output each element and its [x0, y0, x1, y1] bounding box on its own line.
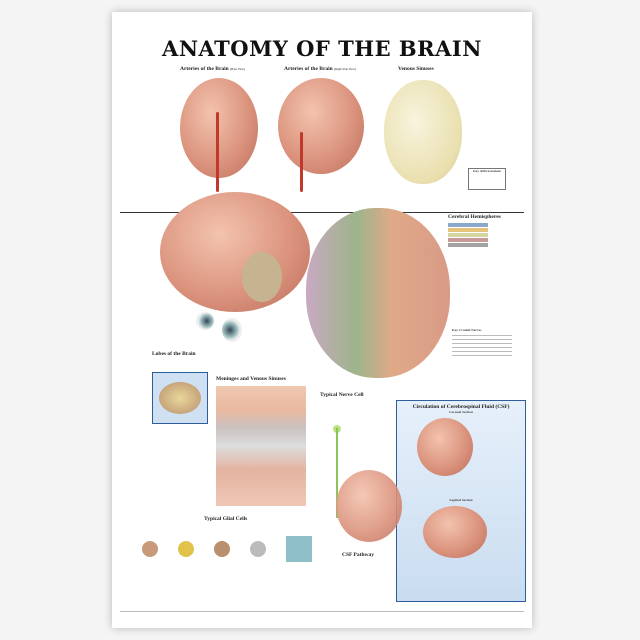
skull-venous-sinuses-illustration: [384, 80, 462, 184]
brain-side-view-illustration: [278, 78, 364, 174]
brainstem-illustration: [242, 252, 282, 302]
brain-base-view-illustration: [180, 78, 258, 178]
heading-arteries-base: Arteries of the Brain (Base View): [180, 66, 245, 72]
footer-fine-print: [120, 608, 524, 615]
lobes-box: [152, 372, 208, 424]
heading-nerve-cell: Typical Nerve Cell: [320, 392, 364, 398]
hemisphere-illustration: [306, 208, 450, 378]
axon-illustration: [336, 428, 338, 518]
meninges-illustration: [216, 386, 306, 506]
csf-heading: Circulation of Cerebrospinal Fluid (CSF): [412, 404, 510, 410]
heading-cerebral-hemispheres: Cerebral Hemispheres: [448, 214, 501, 220]
section-divider: [120, 212, 524, 213]
key-cranial-nerves-heading: Key Cranial Nerves: [452, 328, 482, 332]
sagittal-brain-illustration: [160, 192, 310, 312]
heading-lobes: Lobes of the Brain: [152, 351, 196, 357]
glial-cells-illustration: [132, 524, 322, 574]
key-cranial-nerves: Key Cranial Nerves: [452, 328, 512, 368]
heading-note: (Right Side View): [334, 67, 356, 71]
heading-note: (Base View): [230, 67, 245, 71]
sagittal-section-heading: Sagittal Section: [449, 498, 473, 502]
csf-brain-illustration: [336, 470, 402, 542]
eye-illustration: [222, 318, 242, 342]
key-abbreviations-heading: Key Abbreviations: [473, 169, 501, 173]
hemisphere-legend: [448, 222, 488, 248]
coronal-section-illustration: [417, 418, 473, 476]
heading-text: Arteries of the Brain: [180, 66, 229, 72]
heading-venous-sinuses: Venous Sinuses: [398, 66, 434, 72]
heading-meninges: Meninges and Venous Sinuses: [216, 376, 286, 382]
eye-illustration: [196, 312, 214, 330]
anatomy-poster: ANATOMY OF THE BRAIN Arteries of the Bra…: [112, 12, 532, 628]
coronal-section-heading: Coronal Section: [449, 410, 473, 414]
heading-text: Arteries of the Brain: [284, 66, 333, 72]
artery-illustration: [216, 112, 219, 192]
heading-glial-cells: Typical Glial Cells: [204, 516, 248, 522]
csf-circulation-box: Circulation of Cerebrospinal Fluid (CSF)…: [396, 400, 526, 602]
artery-illustration: [300, 132, 303, 192]
sagittal-section-illustration: [423, 506, 487, 558]
poster-title: ANATOMY OF THE BRAIN: [162, 36, 482, 61]
key-abbreviations-box: Key Abbreviations: [468, 168, 506, 190]
heading-csf-pathway: CSF Pathway: [342, 552, 375, 558]
heading-arteries-side: Arteries of the Brain (Right Side View): [284, 66, 356, 72]
